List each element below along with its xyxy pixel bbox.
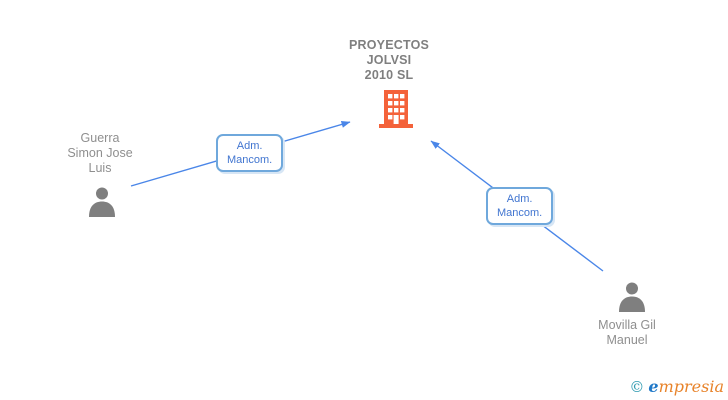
building-icon[interactable]	[379, 90, 413, 133]
person-name-line: Movilla Gil	[598, 318, 656, 332]
empresia-logo: ©empresia	[629, 377, 724, 396]
relation-label-2: Adm. Mancom.	[486, 187, 554, 225]
company-name-line: JOLVSI	[366, 53, 412, 67]
relation-label-1: Adm. Mancom.	[216, 134, 284, 172]
company-node-title[interactable]: PROYECTOS JOLVSI 2010 SL	[319, 38, 459, 83]
relation-label-line: Mancom.	[497, 207, 543, 219]
relation-label-line: Mancom.	[227, 154, 273, 166]
person-name-line: Guerra	[80, 131, 120, 145]
person-name-line: Luis	[88, 161, 112, 175]
person-name-movilla[interactable]: Movilla Gil Manuel	[567, 318, 687, 348]
copyright-icon: ©	[629, 378, 645, 396]
brand-text: e	[648, 377, 659, 396]
company-name-line: 2010 SL	[364, 68, 414, 82]
person-name-line: Simon Jose	[67, 146, 133, 160]
person-icon[interactable]	[616, 282, 648, 317]
brand-text: mpresia	[658, 377, 724, 396]
company-name-line: PROYECTOS	[348, 38, 430, 52]
person-name-line: Manuel	[606, 333, 648, 347]
relation-label-line: Adm.	[236, 140, 263, 152]
relation-label-line: Adm.	[506, 193, 533, 205]
person-name-guerra[interactable]: Guerra Simon Jose Luis	[40, 131, 160, 176]
person-icon[interactable]	[86, 187, 118, 222]
